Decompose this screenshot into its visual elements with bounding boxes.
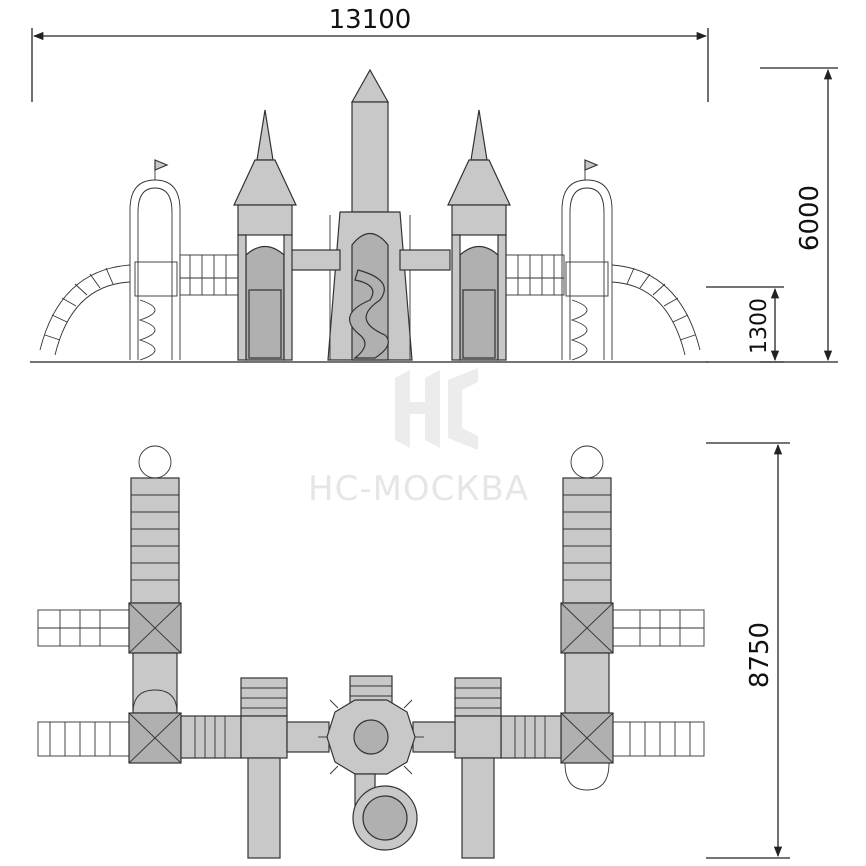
left-upper-platform	[128, 602, 182, 654]
left-horizontal-bridge	[180, 715, 242, 759]
central-tower	[327, 68, 413, 361]
spiral-slide	[349, 269, 389, 359]
dimension-platform-height: 1300	[706, 286, 784, 363]
left-rope-bridge	[179, 254, 239, 296]
watermark-text: HC-МОСКВА	[308, 469, 529, 509]
right-turret	[561, 159, 613, 361]
platform-height-label: 1300	[747, 298, 772, 354]
right-tower-plan	[454, 677, 502, 859]
watermark-logo	[395, 368, 478, 450]
total-height-label: 6000	[795, 185, 825, 251]
dimension-total-width: 13100	[31, 5, 709, 102]
right-bridge-panel	[399, 249, 451, 271]
left-arc-guard	[132, 689, 178, 714]
right-arch-climber-plan	[612, 721, 705, 757]
right-upper-platform	[560, 602, 614, 654]
left-tower-plan	[240, 677, 288, 859]
right-lower-platform	[560, 712, 614, 764]
total-width-label: 13100	[329, 5, 412, 35]
dimension-total-depth: 8750	[706, 442, 790, 859]
left-turret	[129, 159, 181, 361]
right-horizontal-bridge	[500, 715, 562, 759]
right-rope-bridge	[505, 254, 565, 296]
left-long-ladder	[130, 445, 180, 604]
left-vertical-bridge	[132, 652, 178, 714]
slide-exit-plan	[352, 773, 418, 851]
left-side-ladder	[37, 609, 130, 647]
right-vertical-bridge	[564, 652, 610, 714]
right-arc-guard	[564, 762, 610, 791]
right-rocket-tower	[447, 109, 511, 361]
dimension-total-height: 6000	[760, 67, 838, 363]
left-arch-climber-plan	[37, 721, 130, 757]
watermark: HC-МОСКВА	[308, 368, 529, 509]
total-depth-label: 8750	[745, 622, 775, 688]
front-elevation	[30, 68, 708, 363]
left-bridge-panel	[289, 249, 341, 271]
left-arch-climber	[39, 264, 131, 356]
left-rocket-tower	[233, 109, 297, 361]
right-arch-climber	[611, 264, 701, 356]
central-tower-plan	[318, 675, 424, 775]
right-long-ladder	[562, 445, 612, 604]
right-side-ladder	[612, 609, 705, 647]
plan-view	[37, 445, 705, 859]
left-lower-platform	[128, 712, 182, 764]
